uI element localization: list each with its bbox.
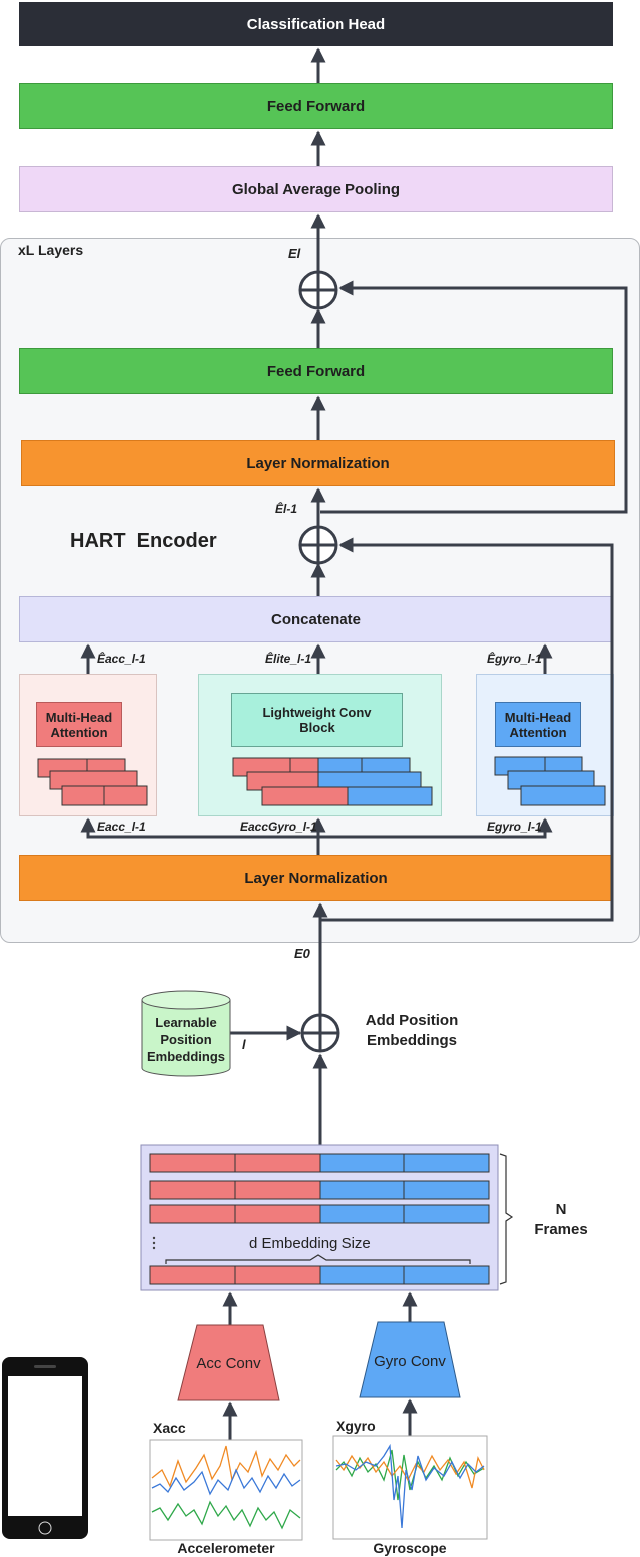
- add-position-embeddings: Add Position Embeddings: [365, 1012, 459, 1049]
- residual-2: [320, 280, 628, 514]
- d-embedding-size: d Embedding Size: [249, 1235, 371, 1252]
- gyro-conv: Gyro Conv: [374, 1353, 446, 1370]
- acc-conv-shape: [177, 1324, 280, 1401]
- label-e-hat-acc: Êacc_l-1: [97, 652, 146, 666]
- label-e-hat-lite: Êlite_l-1: [265, 652, 312, 666]
- mha-left: Multi-Head Attention: [36, 702, 122, 747]
- accelerometer-plot-frame: [149, 1439, 303, 1541]
- lightweight-conv-block: Lightweight Conv Block: [231, 693, 403, 747]
- layer-norm-bottom: Layer Normalization: [19, 855, 613, 901]
- accelerometer-signals: [151, 1445, 301, 1530]
- label-l-input: l: [242, 1037, 246, 1052]
- label-e-hat-l-1: Êl-1: [275, 502, 298, 516]
- gyroscope-signals: [335, 1443, 485, 1529]
- label-e0: E0: [294, 946, 310, 961]
- d-size-brace: [165, 1254, 471, 1264]
- mixed-token-stack: [232, 757, 433, 806]
- label-e-acc: Eacc_l-1: [97, 820, 146, 834]
- learnable-position-embeddings: Learnable Position Embeddings: [146, 1015, 225, 1064]
- n-frames: N Frames: [534, 1201, 588, 1238]
- mha-right: Multi-Head Attention: [495, 702, 581, 747]
- concatenate-block: Concatenate: [19, 596, 613, 642]
- encoder-title: HART Encoder: [70, 530, 217, 552]
- label-x-gyro: Xgyro: [336, 1418, 376, 1434]
- feed-forward-encoder: Feed Forward: [19, 348, 613, 394]
- acc-conv: Acc Conv: [196, 1355, 261, 1372]
- label-e-hat-gyro: Êgyro_l-1: [487, 652, 542, 666]
- gyro-token-stack: [494, 756, 606, 806]
- frame-rows: [149, 1153, 490, 1285]
- label-e-gyro: Egyro_l-1: [487, 820, 542, 834]
- n-frames-brace: [499, 1153, 514, 1285]
- acc-token-stack: [37, 758, 148, 806]
- label-accelerometer: Accelerometer: [177, 1540, 275, 1556]
- label-e-accgyro: EaccGyro_l-1: [240, 820, 317, 834]
- label-gyroscope: Gyroscope: [373, 1540, 447, 1556]
- label-e-l: El: [288, 246, 301, 261]
- position-embeddings-cylinder: [141, 990, 231, 1077]
- global-average-pooling: Global Average Pooling: [19, 166, 613, 212]
- layer-norm-top: Layer Normalization: [21, 440, 615, 486]
- layers-label: xL Layers: [18, 242, 84, 258]
- gyro-conv-shape: [359, 1321, 461, 1398]
- classification-head: Classification Head: [19, 2, 613, 46]
- label-x-acc: Xacc: [153, 1420, 186, 1436]
- phone-icon: [2, 1357, 88, 1539]
- feed-forward-top: Feed Forward: [19, 83, 613, 129]
- residual-1: [320, 537, 614, 922]
